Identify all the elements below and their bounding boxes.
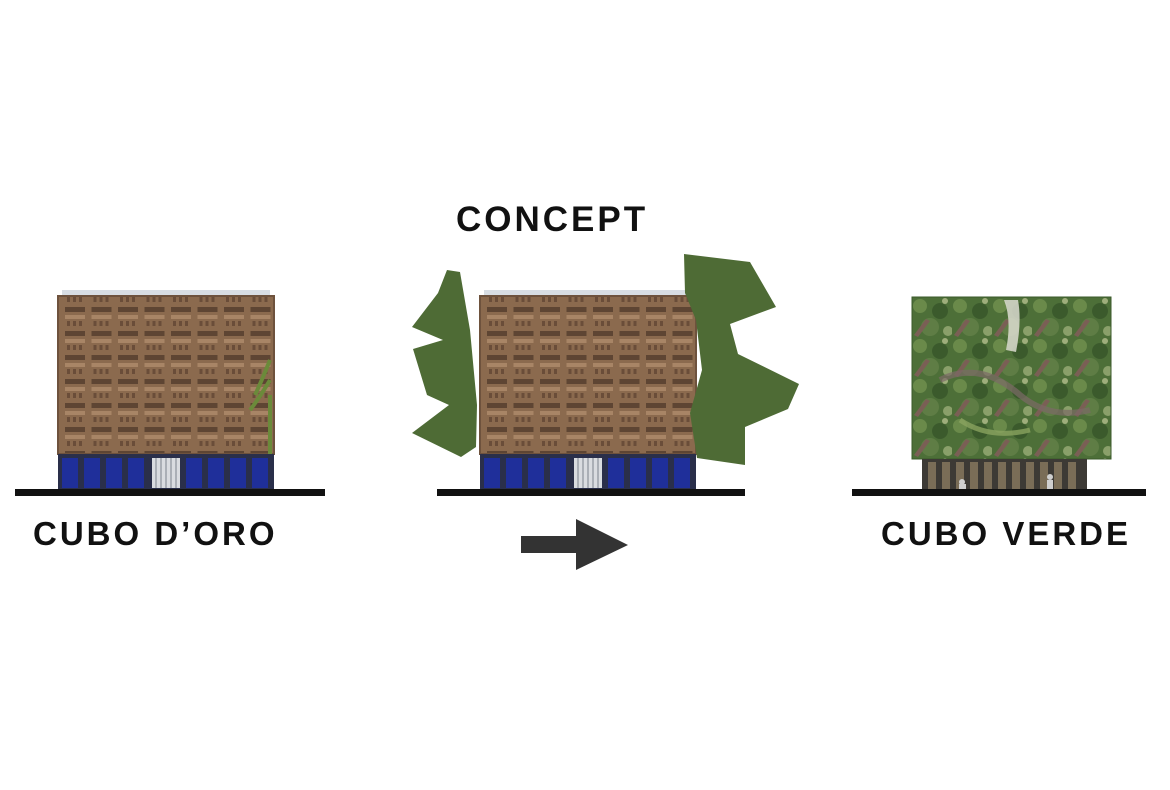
ground-line-middle — [437, 489, 745, 496]
concept-building — [479, 290, 697, 490]
arrow-right-icon — [521, 519, 628, 570]
foliage-shape-right — [684, 254, 799, 465]
ground-line-right — [852, 489, 1146, 496]
cubo-doro-building — [57, 290, 275, 490]
foliage-shape-left — [412, 270, 477, 457]
cubo-verde-label: CUBO VERDE — [881, 515, 1132, 552]
ground-line-left — [15, 489, 325, 496]
cubo-doro-label: CUBO D’ORO — [33, 515, 278, 552]
concept-title: CONCEPT — [456, 200, 649, 239]
cubo-verde-building — [911, 296, 1112, 490]
